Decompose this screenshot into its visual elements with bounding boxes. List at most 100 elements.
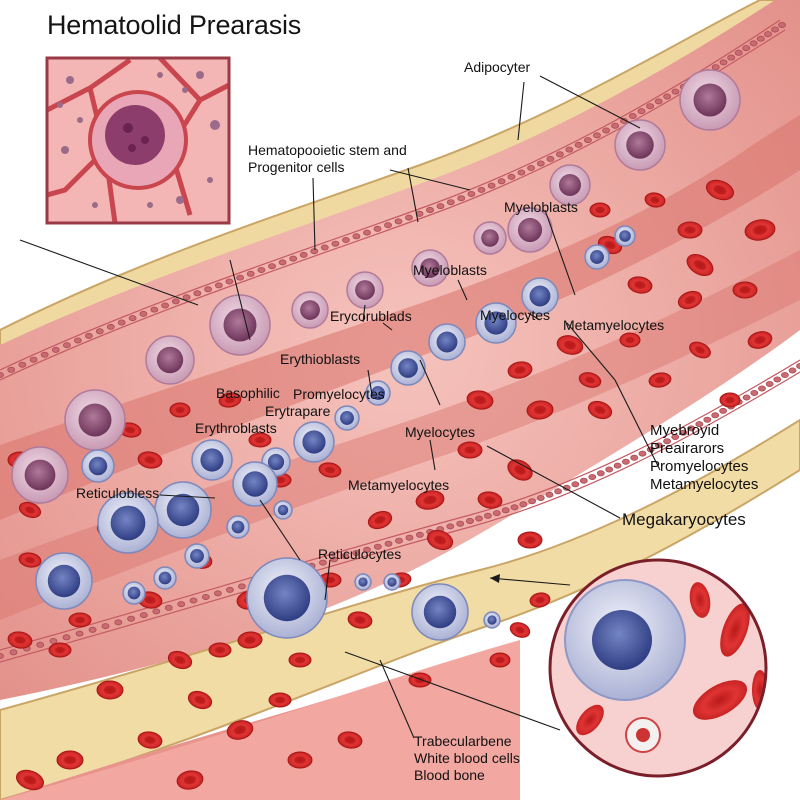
endosteal-cell [19,362,26,367]
blast-cell [412,584,468,640]
endosteal-cell [37,642,44,647]
blast-cell [335,406,359,430]
progenitor-cell [474,222,506,254]
endosteal-cell [183,295,190,300]
red-blood-cell [678,222,702,238]
blast-cell [484,612,500,628]
label-hsc: Hematopooietic stem and Progenitor cells [248,142,407,176]
label-reticulocytes: Reticulocytes [318,546,401,563]
label-megakaryocytes: Megakaryocytes [622,511,746,528]
endosteal-cell [269,264,276,269]
endosteal-cell [478,187,485,192]
endosteal-cell [458,196,465,201]
endosteal-cell [30,357,37,362]
blast-cell [429,324,465,360]
endosteal-cell [63,635,70,640]
red-blood-cell [490,653,510,667]
endosteal-cell [476,516,483,521]
blast-cell [294,422,334,462]
label-myeloblasts-mid: Myeloblasts [413,262,487,279]
red-blood-cell [458,442,482,458]
endosteal-cell [518,170,525,175]
endosteal-cell [300,252,307,257]
endosteal-cell [311,249,318,254]
endosteal-cell [712,413,719,418]
endosteal-cell [172,299,179,304]
endosteal-cell [493,510,500,515]
label-group-bottom-3: Blood bone [414,767,520,784]
endosteal-cell [629,113,636,118]
endosteal-cell [537,495,544,500]
endosteal-cell [74,338,81,343]
blast-cell [185,544,209,568]
red-blood-cell [288,752,312,768]
endosteal-cell [789,368,796,373]
label-erycorublads: Erycorublads [330,308,412,325]
endosteal-cell [547,156,554,161]
endosteal-cell [165,605,172,610]
red-blood-cell [170,403,190,417]
endosteal-cell [580,478,587,483]
endosteal-cell [202,594,209,599]
endosteal-cell [584,138,591,143]
endosteal-cell [107,324,114,329]
label-hsc-line2: Progenitor cells [248,159,407,176]
endosteal-cell [0,372,4,377]
endosteal-cell [258,267,265,272]
endosteal-cell [774,377,781,382]
endosteal-cell [712,65,719,70]
endosteal-cell [779,22,786,27]
endosteal-cell [797,363,800,368]
endosteal-cell [128,616,135,621]
blast-cell [615,226,635,246]
label-metamyelocytes-mid: Metamyelocytes [348,477,449,494]
progenitor-cell [347,272,383,308]
progenitor-cell [12,447,68,503]
red-blood-cell [620,333,640,347]
endosteal-cell [353,234,360,239]
progenitor-cell [65,390,125,450]
endosteal-cell [468,191,475,196]
endosteal-cell [129,316,136,321]
endosteal-cell [52,347,59,352]
endosteal-cell [537,161,544,166]
endosteal-cell [751,390,758,395]
blast-cell [384,574,400,590]
endosteal-cell [672,89,679,94]
progenitor-cell [680,70,740,130]
endosteal-cell [41,352,48,357]
endosteal-cell [556,152,563,157]
label-group-bottom: Trabecularbene White blood cells Blood b… [414,733,520,784]
blast-cell [82,450,114,482]
endosteal-cell [342,237,349,242]
red-blood-cell [269,693,291,707]
endosteal-cell [447,524,454,529]
endosteal-cell [76,631,83,636]
endosteal-cell [528,165,535,170]
inset-stem-cell [47,58,229,223]
endosteal-cell [735,50,742,55]
endosteal-cell [205,287,212,292]
label-hsc-line1: Hematopooietic stem and [248,142,407,159]
endosteal-cell [374,226,381,231]
endosteal-cell [396,538,403,543]
endosteal-cell [140,613,147,618]
endosteal-cell [190,598,197,603]
blast-cell [36,553,92,609]
endosteal-cell [447,200,454,205]
endosteal-cell [226,587,233,592]
blast-cell [391,351,425,385]
label-basophilic: Basophilic [216,385,280,402]
endosteal-cell [406,535,413,540]
endosteal-cell [427,207,434,212]
red-blood-cell [209,643,231,657]
endosteal-cell [757,36,764,41]
label-promyelocytes: Promyelocytes [293,386,385,403]
endosteal-cell [395,219,402,224]
endosteal-cell [457,521,464,526]
endosteal-cell [416,532,423,537]
endosteal-cell [566,147,573,152]
endosteal-cell [638,109,645,114]
endosteal-cell [237,275,244,280]
endosteal-cell [406,215,413,220]
